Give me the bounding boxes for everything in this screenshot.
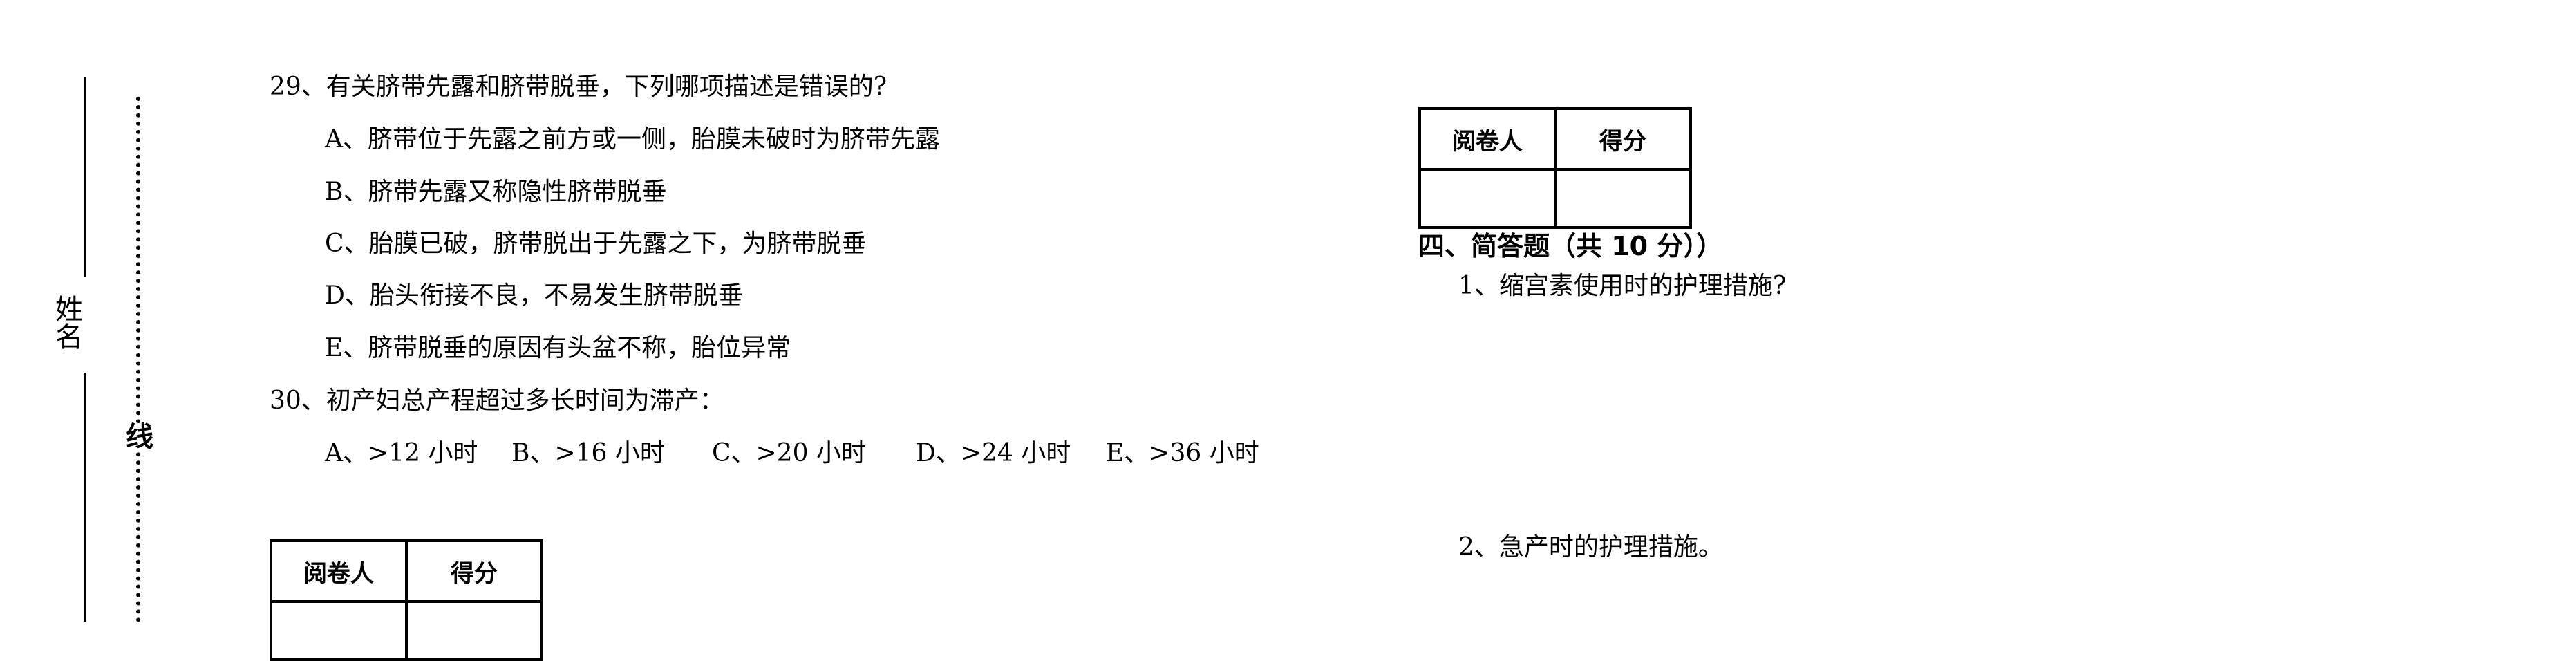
question-30-stem: 30、初产妇总产程超过多长时间为滞产：: [270, 387, 724, 415]
section-4-question-1: 1、缩宫素使用时的护理措施?: [1458, 272, 1787, 300]
grade-table-score-cell: [405, 600, 543, 661]
question-29-option-b: B、脐带先露又称隐性脐带脱垂: [325, 178, 667, 206]
question-30-option-a: A、>12 小时: [325, 439, 478, 467]
question-29-stem: 29、有关脐带先露和脐带脱垂，下列哪项描述是错误的?: [270, 73, 887, 101]
section-4-title: 四、简答题（共 10 分））: [1418, 231, 1723, 261]
question-29-option-c: C、胎膜已破，脐带脱出于先露之下，为脐带脱垂: [325, 230, 867, 258]
question-29-option-a: A、脐带位于先露之前方或一侧，胎膜未破时为脐带先露: [325, 125, 940, 153]
question-30-option-e: E、>36 小时: [1106, 439, 1259, 467]
grade-table-right: 阅卷人 得分: [1418, 107, 1692, 229]
grade-table-reviewer-header: 阅卷人: [270, 539, 408, 603]
grade-table-reviewer-cell: [1418, 168, 1557, 229]
grade-table-reviewer-cell: [270, 600, 408, 661]
margin-line-top: [84, 77, 86, 277]
question-30-option-c: C、>20 小时: [712, 439, 866, 467]
name-label: 姓 名: [55, 294, 83, 353]
question-29-option-e: E、脐带脱垂的原因有头盆不称，胎位异常: [325, 334, 791, 362]
binding-dotted-line: [136, 97, 140, 622]
grade-table-score-cell: [1554, 168, 1692, 229]
grade-table-score-header: 得分: [1554, 107, 1692, 171]
grade-table-score-header: 得分: [405, 539, 543, 603]
grade-table-reviewer-header: 阅卷人: [1418, 107, 1557, 171]
grade-table-left: 阅卷人 得分: [270, 539, 543, 661]
section-4-question-2: 2、急产时的护理措施。: [1458, 533, 1723, 561]
question-29-option-d: D、胎头衔接不良，不易发生脐带脱垂: [325, 281, 743, 310]
margin-line-bottom: [84, 373, 86, 622]
question-30-option-d: D、>24 小时: [916, 439, 1071, 467]
line-label: 线: [126, 421, 153, 453]
question-30-option-b: B、>16 小时: [511, 439, 665, 467]
